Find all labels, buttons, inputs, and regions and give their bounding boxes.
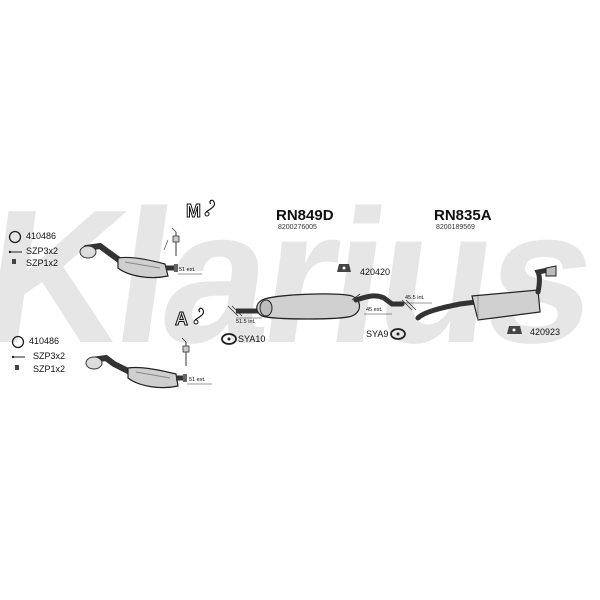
bolt-code: SZP1x2: [26, 258, 59, 268]
svg-text:A: A: [175, 309, 188, 329]
sealing-ring-code: 410486: [29, 336, 60, 346]
sealing-ring-icon: [8, 230, 22, 244]
rubber-mount-icon: [221, 333, 237, 345]
system-code: RN835A: [434, 207, 492, 224]
svg-text:M: M: [186, 201, 201, 221]
system-code: RN849D: [276, 207, 334, 224]
catalytic-converter-1: [79, 242, 178, 279]
clamp-code: SZP3x2: [33, 351, 66, 361]
bracket-icon: [507, 326, 522, 334]
sealing-ring-code: 410486: [26, 231, 57, 241]
sealing-ring-icon: [11, 335, 25, 349]
system-part-number: 8200189569: [436, 224, 475, 231]
bracket-code: 420420: [360, 267, 391, 277]
system-part-number: 8200276005: [278, 224, 317, 231]
rubber-mount-code: SYA10: [238, 334, 266, 344]
bracket-code: 420923: [530, 327, 561, 337]
middle-silencer: [227, 293, 405, 320]
rubber-mount-icon: [390, 328, 406, 340]
dimension-label: 45.5 int.: [405, 295, 425, 301]
clamp-code: SZP3x2: [26, 246, 59, 256]
dimension-label: 51 ext.: [189, 377, 206, 383]
bracket-icon: [337, 264, 351, 272]
sensor-probe-2: [181, 337, 190, 366]
clamp-icon: [8, 250, 22, 254]
bolt-code: SZP1x2: [33, 364, 66, 374]
dimension-label: 51 ext.: [179, 267, 196, 273]
manual-gearbox-icon: M: [186, 199, 216, 222]
sensor-probe-1: [163, 227, 180, 256]
clamp-icon: [11, 355, 25, 359]
rear-silencer: [401, 265, 557, 321]
bolt-icon: [15, 365, 19, 370]
bolt-icon: [12, 259, 16, 264]
catalytic-converter-2: [85, 354, 187, 389]
automatic-gearbox-icon: A: [175, 307, 205, 330]
dimension-label: 45 ext.: [366, 307, 383, 313]
rubber-mount-code: SYA9: [366, 329, 389, 339]
dimension-label: 51.5 int.: [236, 319, 256, 325]
